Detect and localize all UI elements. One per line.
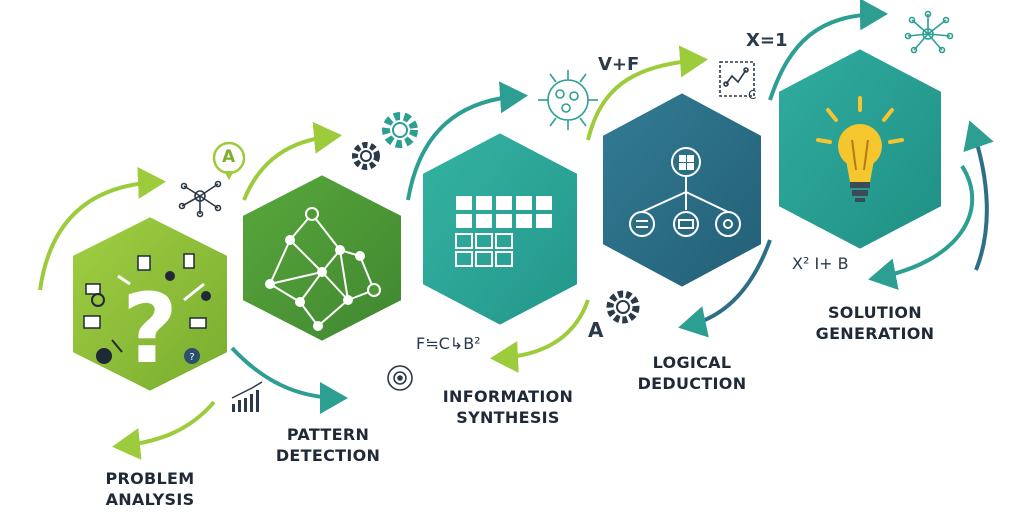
hexagon-pattern-detection <box>237 169 407 347</box>
arrow-right-up <box>963 120 994 271</box>
gear-icon-teal <box>382 112 418 148</box>
arrow-top-1 <box>38 166 166 291</box>
grid-icon <box>455 196 552 267</box>
arrow-top-3 <box>406 81 528 201</box>
formula-f-c-b: F≒C↳B² <box>416 334 481 353</box>
gear-icon-dark <box>352 142 380 170</box>
hub-node-icon <box>904 10 954 54</box>
hexagon-information-synthesis <box>417 127 583 331</box>
formula-x-equals-1: X=1 <box>746 30 788 51</box>
network-graph-icon <box>265 207 381 331</box>
gear-icon-lower <box>606 290 640 324</box>
stage-label-logical-deduction: LOGICAL DEDUCTION <box>637 353 747 393</box>
circuit-chip-icon <box>538 70 598 130</box>
arrow-bottom-1 <box>230 346 348 414</box>
svg-text:?: ? <box>189 352 194 363</box>
speech-bubble-icon <box>212 141 246 180</box>
network-node-icon <box>178 180 222 218</box>
formula-v-plus-f: V+F <box>598 54 640 75</box>
arrow-bottom-2 <box>112 400 216 460</box>
arrow-top-5 <box>768 0 888 101</box>
arrow-top-2 <box>242 121 342 201</box>
stage-label-information-synthesis: INFORMATION SYNTHESIS <box>442 387 574 427</box>
decision-tree-icon <box>629 147 741 237</box>
speech-bubble-letter: A <box>222 147 236 167</box>
question-mark-icon: ? ? <box>83 253 211 385</box>
arrow-bottom-4 <box>678 239 772 338</box>
stage-label-problem-analysis: PROBLEM ANALYSIS <box>105 469 195 509</box>
arrow-bottom-3 <box>490 299 590 374</box>
stage-label-pattern-detection: PATTERN DETECTION <box>275 425 381 465</box>
arrow-bottom-5 <box>868 164 975 290</box>
formula-x2-i-b: X² I+ B <box>792 254 849 273</box>
target-icon <box>387 365 413 391</box>
arrow-top-4 <box>586 45 708 141</box>
lightbulb-icon <box>816 96 904 202</box>
graph-label-c: C <box>748 88 757 102</box>
bar-chart-icon <box>231 381 263 412</box>
stage-label-solution-generation: SOLUTION GENERATION <box>815 303 935 343</box>
letter-a-lower: A <box>588 318 604 342</box>
hexagon-logical-deduction <box>597 87 767 293</box>
graph-frame-icon <box>719 61 755 97</box>
svg-text:?: ? <box>122 273 178 385</box>
